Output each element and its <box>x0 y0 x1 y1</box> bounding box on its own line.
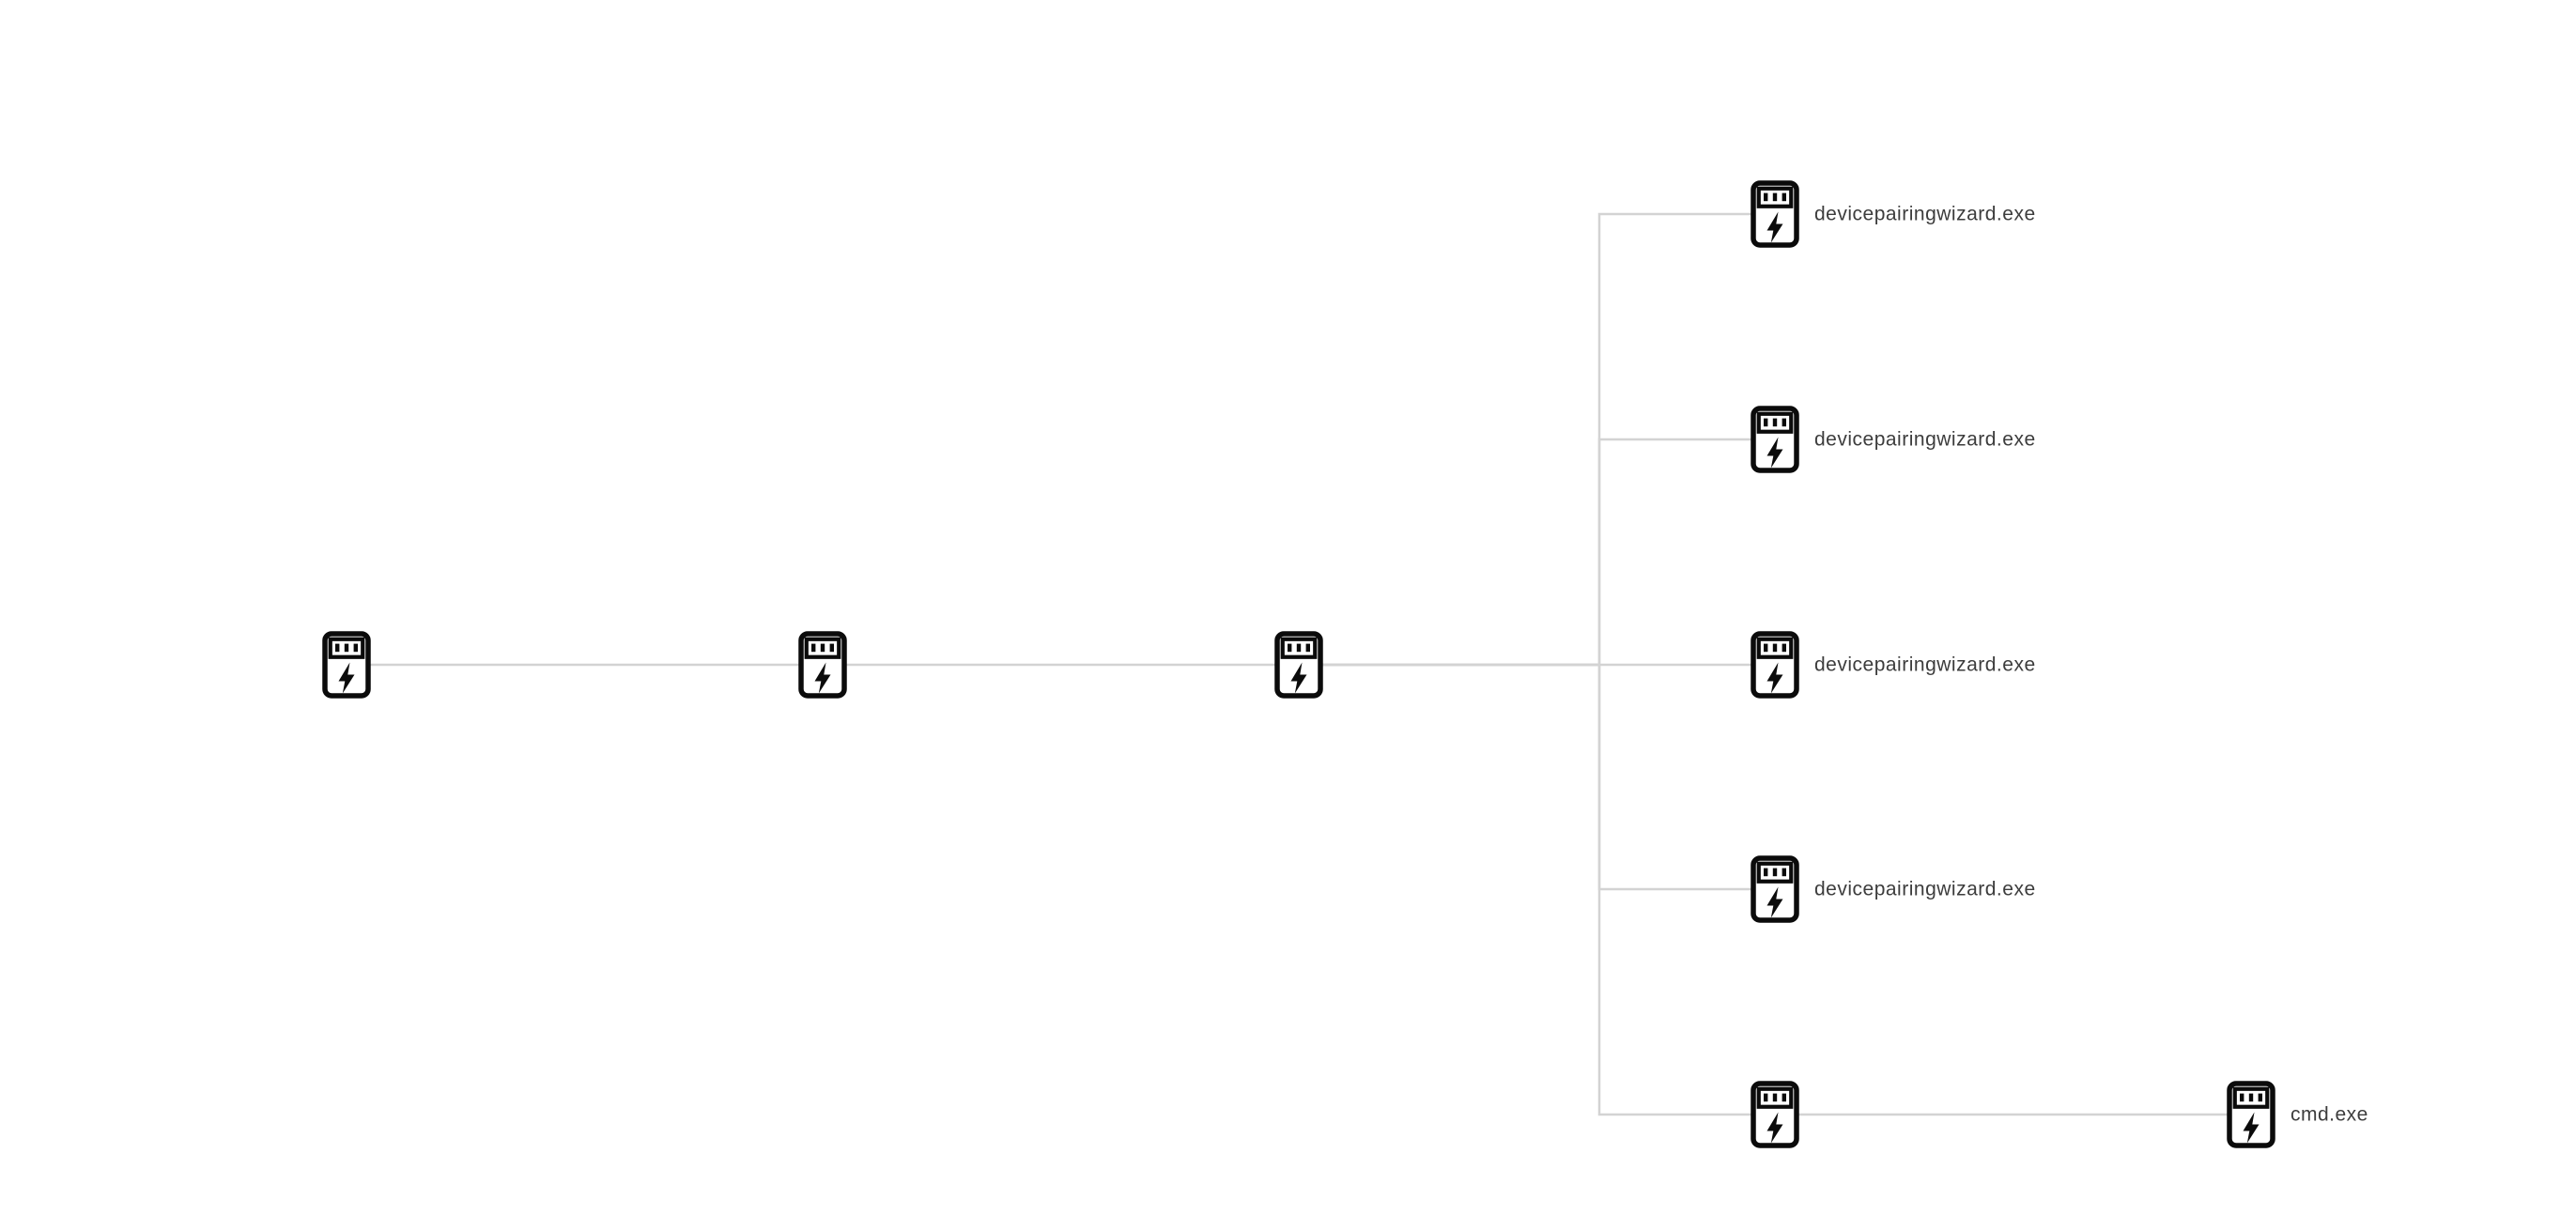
icon-vent-bar <box>335 643 340 653</box>
icon-vent-bar <box>1782 868 1786 877</box>
icon-vent-bar <box>2240 1093 2244 1102</box>
icon-vent-bar <box>811 643 816 653</box>
icon-vent-bar <box>2258 1093 2262 1102</box>
lightning-bolt-icon <box>1766 211 1783 243</box>
process-icon[interactable] <box>1274 631 1323 699</box>
lightning-bolt-icon <box>2243 1112 2260 1144</box>
process-label: cmd.exe <box>2285 1100 2374 1129</box>
icon-vent-bar <box>1772 868 1778 877</box>
process-icon[interactable] <box>1751 855 1799 923</box>
icon-vent-bar <box>829 643 834 653</box>
lightning-bolt-icon <box>814 662 831 694</box>
icon-vent-bar <box>1782 643 1786 653</box>
process-icon[interactable] <box>1751 180 1799 248</box>
lightning-bolt-icon <box>1766 662 1783 694</box>
lightning-bolt-icon <box>1766 886 1783 918</box>
process-label: devicepairingwizard.exe <box>1809 200 2042 228</box>
process-label: devicepairingwizard.exe <box>1809 651 2042 679</box>
icon-vent-bar <box>1764 1093 1768 1102</box>
process-icon[interactable] <box>2227 1081 2275 1148</box>
icon-vent-bar <box>1288 643 1292 653</box>
process-icon[interactable] <box>322 631 371 699</box>
lightning-bolt-icon <box>1766 437 1783 469</box>
icon-vent-bar <box>1772 418 1778 427</box>
process-icon[interactable] <box>1751 1081 1799 1148</box>
process-label: devicepairingwizard.exe <box>1809 425 2042 454</box>
icon-vent-bar <box>1782 192 1786 202</box>
process-label: devicepairingwizard.exe <box>1809 875 2042 903</box>
process-icon[interactable] <box>798 631 847 699</box>
process-icon[interactable] <box>1751 406 1799 473</box>
icon-vent-bar <box>2248 1093 2254 1102</box>
icon-vent-bar <box>1296 643 1302 653</box>
process-edge <box>1299 663 1775 1116</box>
icon-vent-bar <box>1772 1093 1778 1102</box>
process-icon[interactable] <box>1751 631 1799 699</box>
icon-vent-bar <box>344 643 349 653</box>
lightning-bolt-icon <box>1766 1112 1783 1144</box>
icon-vent-bar <box>1764 868 1768 877</box>
icon-vent-bar <box>820 643 825 653</box>
lightning-bolt-icon <box>338 662 355 694</box>
icon-vent-bar <box>1764 643 1768 653</box>
icon-vent-bar <box>1764 192 1768 202</box>
icon-vent-bar <box>1305 643 1310 653</box>
icon-vent-bar <box>1764 418 1768 427</box>
icon-vent-bar <box>1772 643 1778 653</box>
lightning-bolt-icon <box>1290 662 1307 694</box>
icon-vent-bar <box>1782 1093 1786 1102</box>
icon-vent-bar <box>1782 418 1786 427</box>
icon-vent-bar <box>353 643 358 653</box>
icon-vent-bar <box>1772 192 1778 202</box>
